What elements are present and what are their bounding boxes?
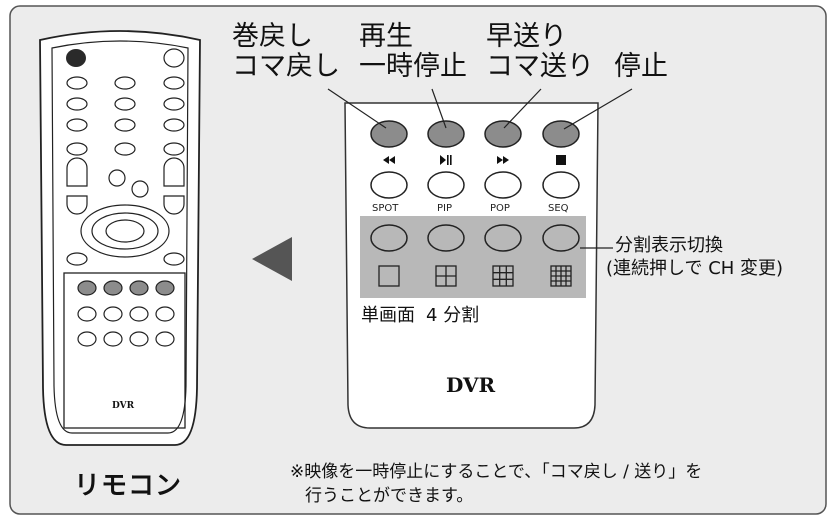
rewind-button[interactable] xyxy=(370,120,408,148)
split-key-4[interactable] xyxy=(542,224,580,252)
note-line2: 行うことができます。 xyxy=(305,486,474,506)
remote-caption: リモコン xyxy=(74,471,183,501)
spot-label: SPOT xyxy=(372,203,399,214)
left-arrow-icon xyxy=(252,237,292,281)
stop-icon xyxy=(556,155,566,165)
rewind-icon xyxy=(383,156,395,164)
play-pause-button[interactable] xyxy=(427,120,465,148)
small-remote-dpad xyxy=(66,204,185,266)
split-label-line2: (連続押しで CH 変更) xyxy=(606,258,784,279)
ff-label-line1: 早送り xyxy=(486,21,567,52)
small-remote-transport-keys xyxy=(77,280,175,296)
pop-label: POP xyxy=(490,203,510,214)
stop-label: 停止 xyxy=(614,51,668,82)
large-remote xyxy=(344,102,599,429)
seq-label: SEQ xyxy=(548,203,569,214)
sixteen-split-icon xyxy=(550,265,572,287)
large-remote-brand: DVR xyxy=(446,373,496,397)
play-label-line2: 一時停止 xyxy=(359,51,467,82)
transport-keys xyxy=(370,120,580,148)
split-key-2[interactable] xyxy=(427,224,465,252)
rewind-label-line2: コマ戻し xyxy=(232,51,340,82)
quad-split-icon xyxy=(435,265,457,287)
split-key-1[interactable] xyxy=(370,224,408,252)
four-split-label: 4 分割 xyxy=(426,305,480,326)
nine-split-icon xyxy=(492,265,514,287)
power-button[interactable] xyxy=(66,49,86,67)
fast-forward-icon xyxy=(497,156,509,164)
pip-label: PIP xyxy=(437,203,453,214)
function-keys xyxy=(370,171,580,199)
fast-forward-button[interactable] xyxy=(484,120,522,148)
play-label-line1: 再生 xyxy=(359,21,413,52)
note-line1: ※映像を一時停止にすることで、「コマ戻し / 送り」を xyxy=(290,462,703,482)
split-label-line1: 分割表示切換 xyxy=(615,235,723,256)
split-keys xyxy=(370,224,580,252)
small-remote-brand: DVR xyxy=(112,401,135,411)
play-pause-icon xyxy=(440,155,452,165)
rewind-label-line1: 巻戻し xyxy=(232,21,313,52)
leader-lines xyxy=(327,88,633,249)
single-screen-label: 単画面 xyxy=(361,305,415,326)
ff-label-line2: コマ送り xyxy=(486,51,594,82)
seq-button[interactable] xyxy=(542,171,580,199)
stop-button[interactable] xyxy=(542,120,580,148)
pip-button[interactable] xyxy=(427,171,465,199)
single-screen-icon xyxy=(378,265,400,287)
pop-button[interactable] xyxy=(484,171,522,199)
spot-button[interactable] xyxy=(370,171,408,199)
split-key-3[interactable] xyxy=(484,224,522,252)
small-remote-button-grid xyxy=(66,76,185,215)
small-remote xyxy=(39,30,201,446)
